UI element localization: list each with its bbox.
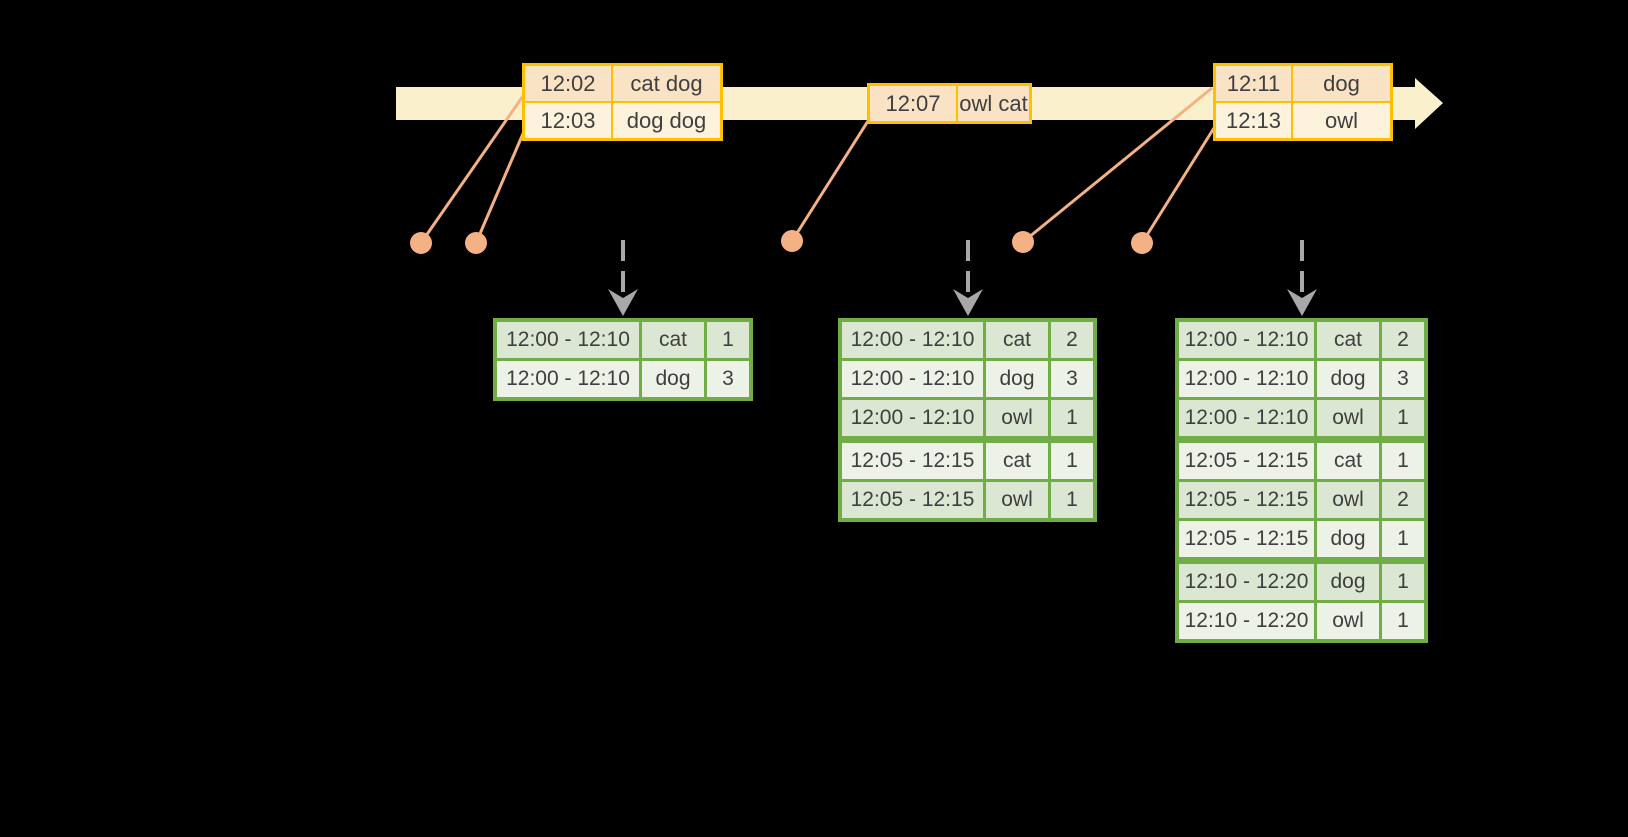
word-cell: cat (986, 443, 1048, 479)
count-cell: 1 (1051, 443, 1093, 479)
word-cell: cat (1317, 443, 1379, 479)
event-words-cell: cat dog (613, 66, 720, 101)
window-cell: 12:05 - 12:15 (1179, 443, 1314, 479)
count-cell: 3 (707, 361, 749, 397)
event-time-cell: 12:13 (1216, 103, 1291, 138)
window-cell: 12:10 - 12:20 (1179, 603, 1314, 639)
event-time-cell: 12:07 (870, 86, 956, 121)
event-dot-icon (1012, 231, 1034, 253)
count-cell: 3 (1382, 361, 1424, 397)
word-cell: owl (1317, 482, 1379, 518)
connector-line (419, 95, 525, 244)
window-cell: 12:05 - 12:15 (842, 443, 983, 479)
word-cell: owl (986, 400, 1048, 436)
window-cell: 12:10 - 12:20 (1179, 564, 1314, 600)
event-time-cell: 12:03 (525, 103, 611, 138)
count-cell: 1 (1382, 603, 1424, 639)
count-cell: 1 (1382, 521, 1424, 557)
event-words-cell: owl cat (958, 86, 1029, 121)
window-cell: 12:05 - 12:15 (842, 482, 983, 518)
word-cell: dog (1317, 361, 1379, 397)
event-dot-icon (465, 232, 487, 254)
count-cell: 1 (1382, 443, 1424, 479)
word-cell: dog (1317, 521, 1379, 557)
word-cell: owl (1317, 603, 1379, 639)
connector-line (790, 120, 870, 242)
window-cell: 12:00 - 12:10 (497, 361, 639, 397)
word-cell: dog (1317, 564, 1379, 600)
event-words-cell: owl (1293, 103, 1390, 138)
count-cell: 1 (1382, 400, 1424, 436)
word-cell: cat (986, 322, 1048, 358)
connector-line (474, 128, 527, 244)
window-cell: 12:00 - 12:10 (842, 322, 983, 358)
count-cell: 2 (1051, 322, 1093, 358)
word-cell: dog (986, 361, 1048, 397)
word-cell: cat (642, 322, 704, 358)
word-cell: owl (986, 482, 1048, 518)
event-dot-icon (1131, 232, 1153, 254)
window-cell: 12:00 - 12:10 (842, 361, 983, 397)
count-cell: 3 (1051, 361, 1093, 397)
count-cell: 1 (1051, 400, 1093, 436)
event-dot-icon (781, 230, 803, 252)
trigger-arrowhead-icon (953, 289, 983, 316)
window-cell: 12:00 - 12:10 (842, 400, 983, 436)
window-cell: 12:05 - 12:15 (1179, 521, 1314, 557)
event-words-cell: dog dog (613, 103, 720, 138)
event-time-cell: 12:11 (1216, 66, 1291, 101)
window-cell: 12:00 - 12:10 (1179, 400, 1314, 436)
connector-line (1022, 86, 1213, 244)
event-dot-icon (410, 232, 432, 254)
word-cell: owl (1317, 400, 1379, 436)
window-cell: 12:00 - 12:10 (1179, 322, 1314, 358)
event-time-cell: 12:02 (525, 66, 611, 101)
timeline-arrowhead-icon (1415, 78, 1443, 129)
count-cell: 2 (1382, 322, 1424, 358)
window-cell: 12:05 - 12:15 (1179, 482, 1314, 518)
trigger-arrowhead-icon (1287, 289, 1317, 316)
count-cell: 1 (1051, 482, 1093, 518)
count-cell: 2 (1382, 482, 1424, 518)
connector-line (1140, 127, 1216, 244)
trigger-arrowhead-icon (608, 289, 638, 316)
event-words-cell: dog (1293, 66, 1390, 101)
count-cell: 1 (707, 322, 749, 358)
word-cell: cat (1317, 322, 1379, 358)
word-cell: dog (642, 361, 704, 397)
window-cell: 12:00 - 12:10 (1179, 361, 1314, 397)
window-cell: 12:00 - 12:10 (497, 322, 639, 358)
count-cell: 1 (1382, 564, 1424, 600)
